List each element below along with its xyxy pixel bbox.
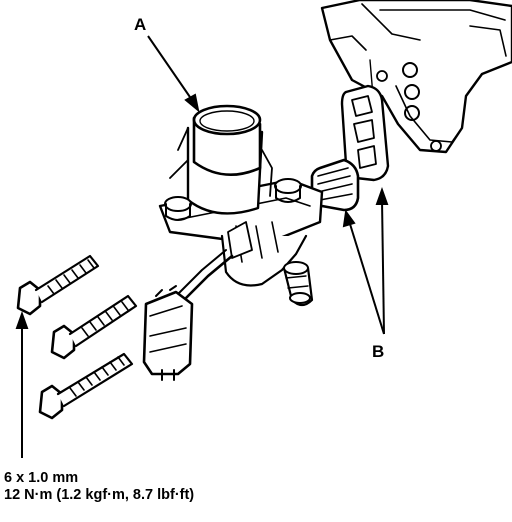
gasket-b (340, 84, 390, 182)
callout-arrows (15, 35, 389, 458)
bolt-torque-spec: 6 x 1.0 mm 12 N·m (1.2 kgf·m, 8.7 lbf·ft… (4, 470, 194, 504)
callout-label-a: A (134, 15, 147, 34)
bolt-size-text: 6 x 1.0 mm (4, 470, 79, 486)
filter-b (310, 158, 360, 212)
callout-label-b: B (372, 342, 385, 361)
solenoid-valve-a (158, 104, 324, 307)
mounting-bolt (16, 254, 100, 316)
engine-housing (320, 0, 512, 154)
mounting-bolt (38, 352, 134, 420)
electrical-connector (142, 285, 194, 381)
torque-value-text: 12 N·m (1.2 kgf·m, 8.7 lbf·ft) (4, 487, 195, 503)
mounting-bolt (50, 294, 138, 360)
